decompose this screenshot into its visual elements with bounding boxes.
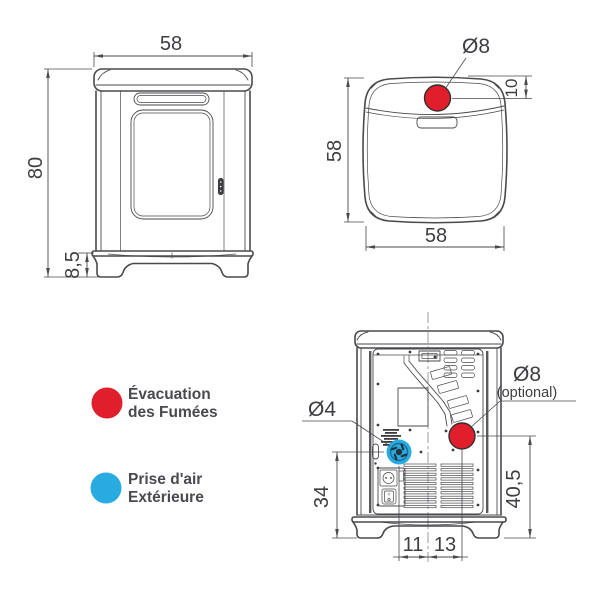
legend: Évacuation des Fumées Prise d'air Extéri… xyxy=(90,386,218,506)
top-depth-dim: 58 xyxy=(324,140,346,162)
optional-outlet-note: (optional) xyxy=(497,385,557,401)
top-handle-recess xyxy=(416,116,458,129)
front-width-dim: 58 xyxy=(160,33,182,55)
back-diagonal-vents xyxy=(430,366,473,423)
outlet-height-dim: 40,5 xyxy=(503,470,525,509)
air-intake-offset-dim: 11 xyxy=(403,534,424,556)
legend-air-line2: Extérieure xyxy=(128,489,204,506)
front-view: 58 80 8,5 xyxy=(25,33,254,279)
back-outline xyxy=(351,330,507,539)
back-panel xyxy=(372,348,484,515)
optional-outlet-label: Ø8 xyxy=(513,363,541,386)
outlet-offset-dim: 13 xyxy=(434,534,456,556)
front-base-height-dim: 8,5 xyxy=(62,251,84,279)
front-height-dim: 80 xyxy=(25,157,47,179)
legend-smoke-line1: Évacuation xyxy=(128,386,211,403)
air-intake-fan xyxy=(386,439,412,465)
legend-air-line1: Prise d'air xyxy=(128,471,202,488)
junction-box-cover xyxy=(397,387,429,427)
side-slot xyxy=(372,443,379,460)
front-details xyxy=(95,69,251,259)
back-dimensions: Ø4 Ø8 (optional) 34 40,5 11 13 xyxy=(302,363,576,561)
back-top-vents xyxy=(443,350,475,378)
air-intake-label: Ø4 xyxy=(308,398,336,421)
top-outlet-offset-dim: 10 xyxy=(502,79,521,98)
legend-smoke-line2: des Fumées xyxy=(128,404,218,421)
top-dimensions: Ø8 10 58 58 xyxy=(324,35,532,251)
power-inlet-module xyxy=(377,467,406,507)
front-door-panel xyxy=(130,109,214,220)
back-conduit xyxy=(403,354,453,427)
top-view: Ø8 10 58 58 xyxy=(324,35,532,251)
air-intake-height-dim: 34 xyxy=(311,486,333,508)
panel-screws xyxy=(376,350,480,507)
top-outlet-label: Ø8 xyxy=(462,35,490,58)
optional-smoke-outlet-marker xyxy=(448,422,476,450)
smoke-outlet-marker xyxy=(423,84,452,112)
louver-vents xyxy=(403,463,474,509)
top-details xyxy=(365,105,505,129)
door-handle xyxy=(218,178,224,195)
top-width-dim: 58 xyxy=(425,225,447,247)
legend-air-dot xyxy=(90,472,122,504)
front-top-grille xyxy=(133,92,210,106)
front-dimensions: 58 80 8,5 xyxy=(25,33,253,279)
top-outline xyxy=(362,76,508,224)
power-switch xyxy=(381,488,397,505)
front-outline xyxy=(91,68,254,278)
back-view: Ø4 Ø8 (optional) 34 40,5 11 13 xyxy=(302,312,576,562)
legend-smoke-dot xyxy=(91,387,123,419)
